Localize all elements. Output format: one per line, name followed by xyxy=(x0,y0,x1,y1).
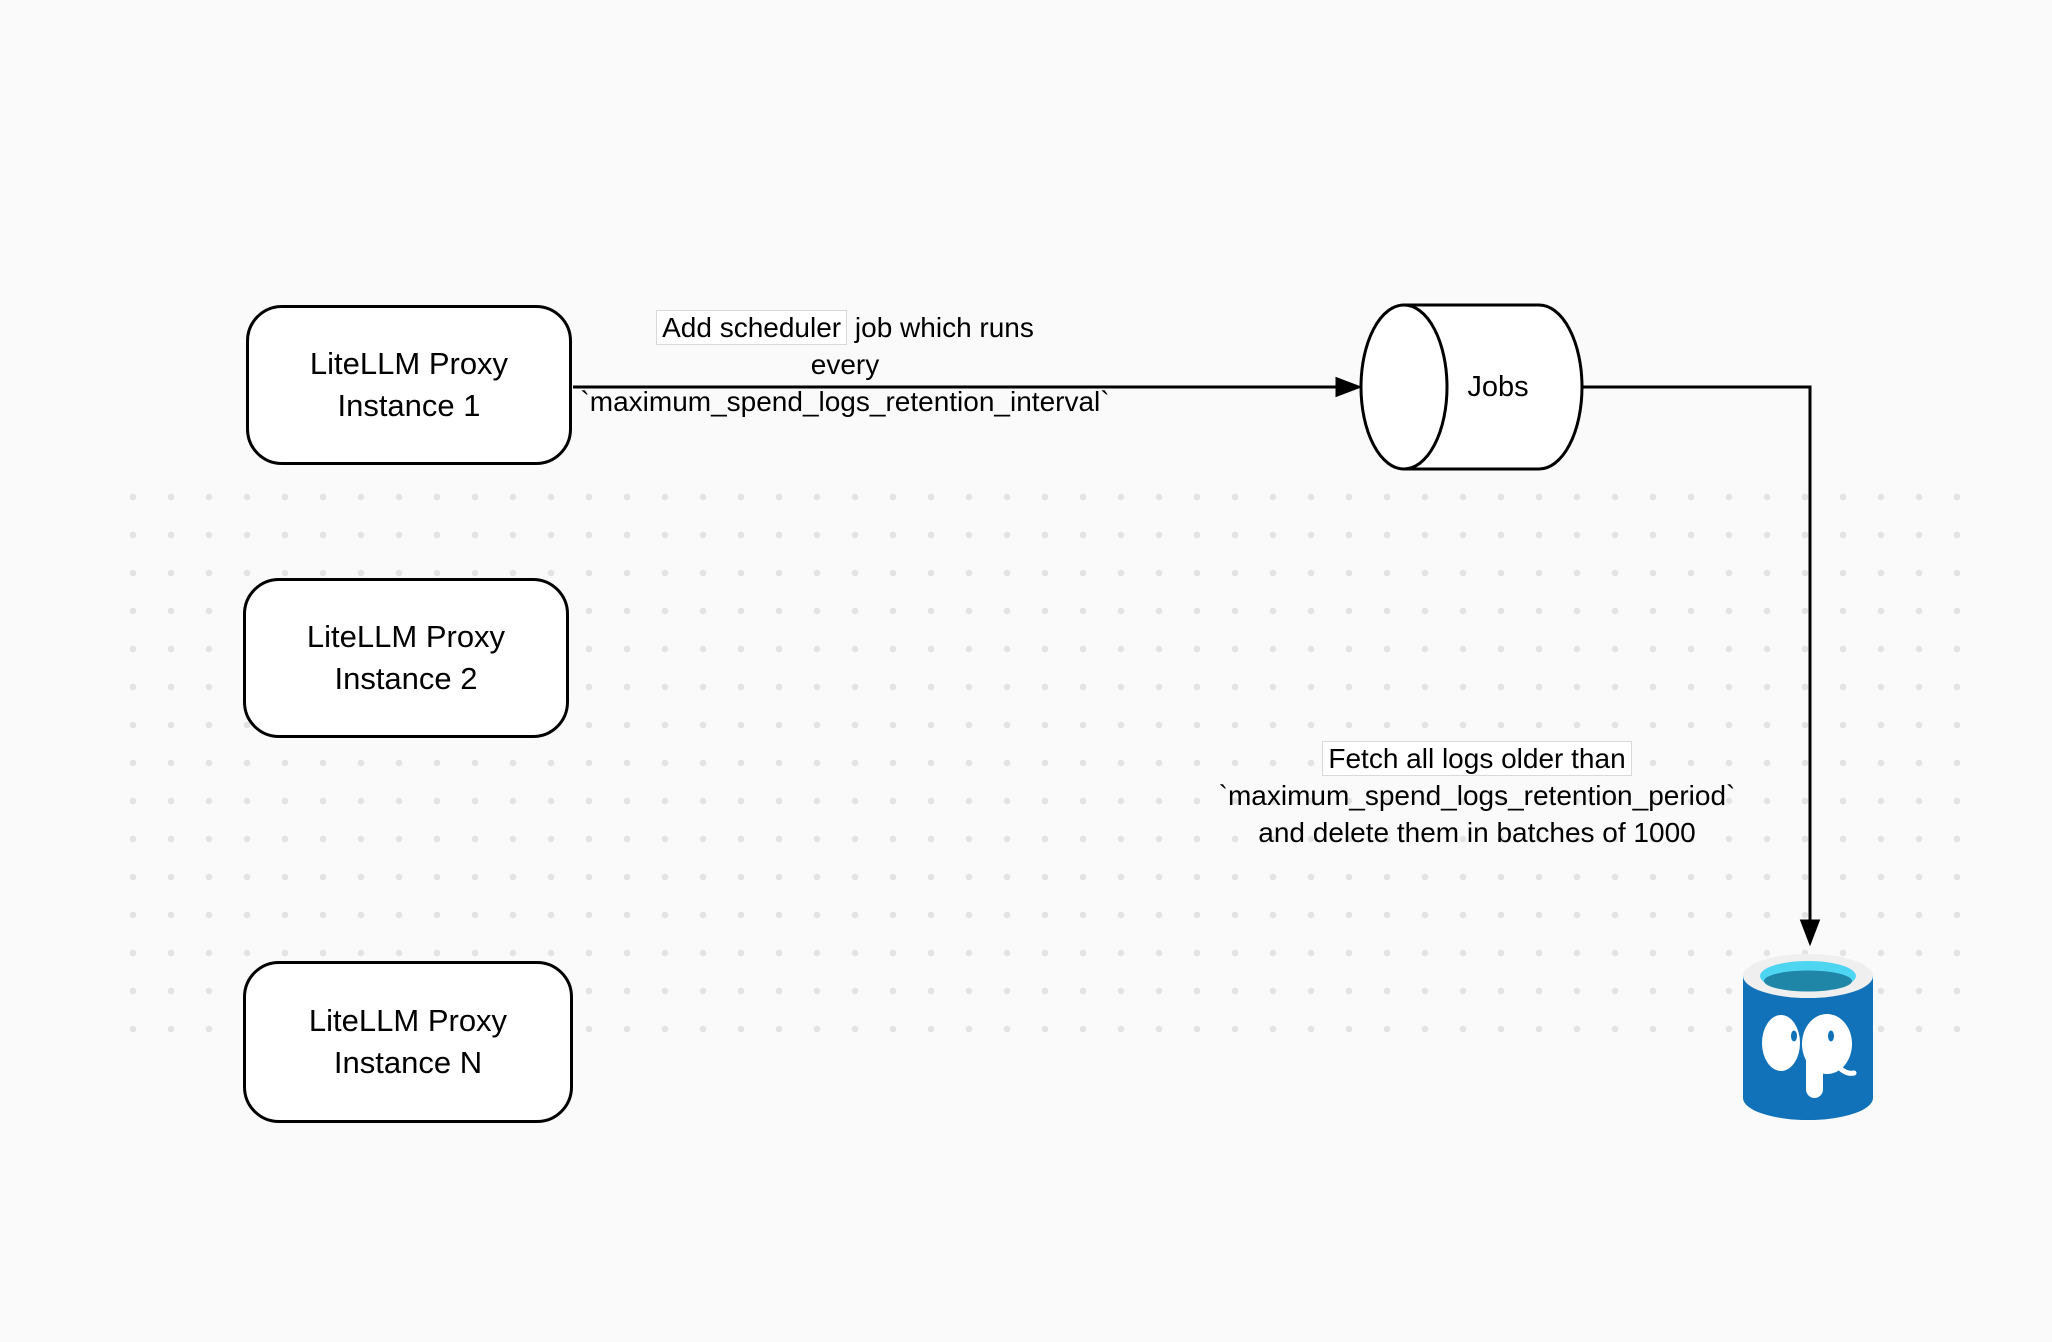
edge-label-line: and delete them in batches of 1000 xyxy=(1258,817,1696,848)
node-label: LiteLLM Proxy Instance 2 xyxy=(306,619,506,696)
edge-label-line: every `maximum_spend_logs_retention_inte… xyxy=(580,349,1110,417)
node-litellm-proxy-instance-2: LiteLLM Proxy Instance 2 xyxy=(243,578,569,738)
node-litellm-proxy-instance-1: LiteLLM Proxy Instance 1 xyxy=(246,305,572,465)
node-litellm-proxy-instance-n: LiteLLM Proxy Instance N xyxy=(243,961,573,1123)
edge-label-highlight-box: Add scheduler xyxy=(656,310,848,345)
jobs-queue-label: Jobs xyxy=(1467,371,1529,403)
node-label: LiteLLM Proxy Instance 1 xyxy=(309,346,509,423)
edge-label-line: Fetch all logs older than xyxy=(1197,740,1757,777)
edge-label-fetch-delete: Fetch all logs older than `maximum_spend… xyxy=(1197,740,1757,851)
edge-label-highlight-box: Fetch all logs older than xyxy=(1322,741,1632,776)
edge-label-line: Add scheduler job which runs xyxy=(555,309,1135,346)
edge-label-line: `maximum_spend_logs_retention_period` xyxy=(1218,780,1736,811)
edge-label-scheduler: Add scheduler job which runs every `maxi… xyxy=(555,309,1135,420)
node-label: LiteLLM Proxy Instance N xyxy=(308,1003,508,1080)
